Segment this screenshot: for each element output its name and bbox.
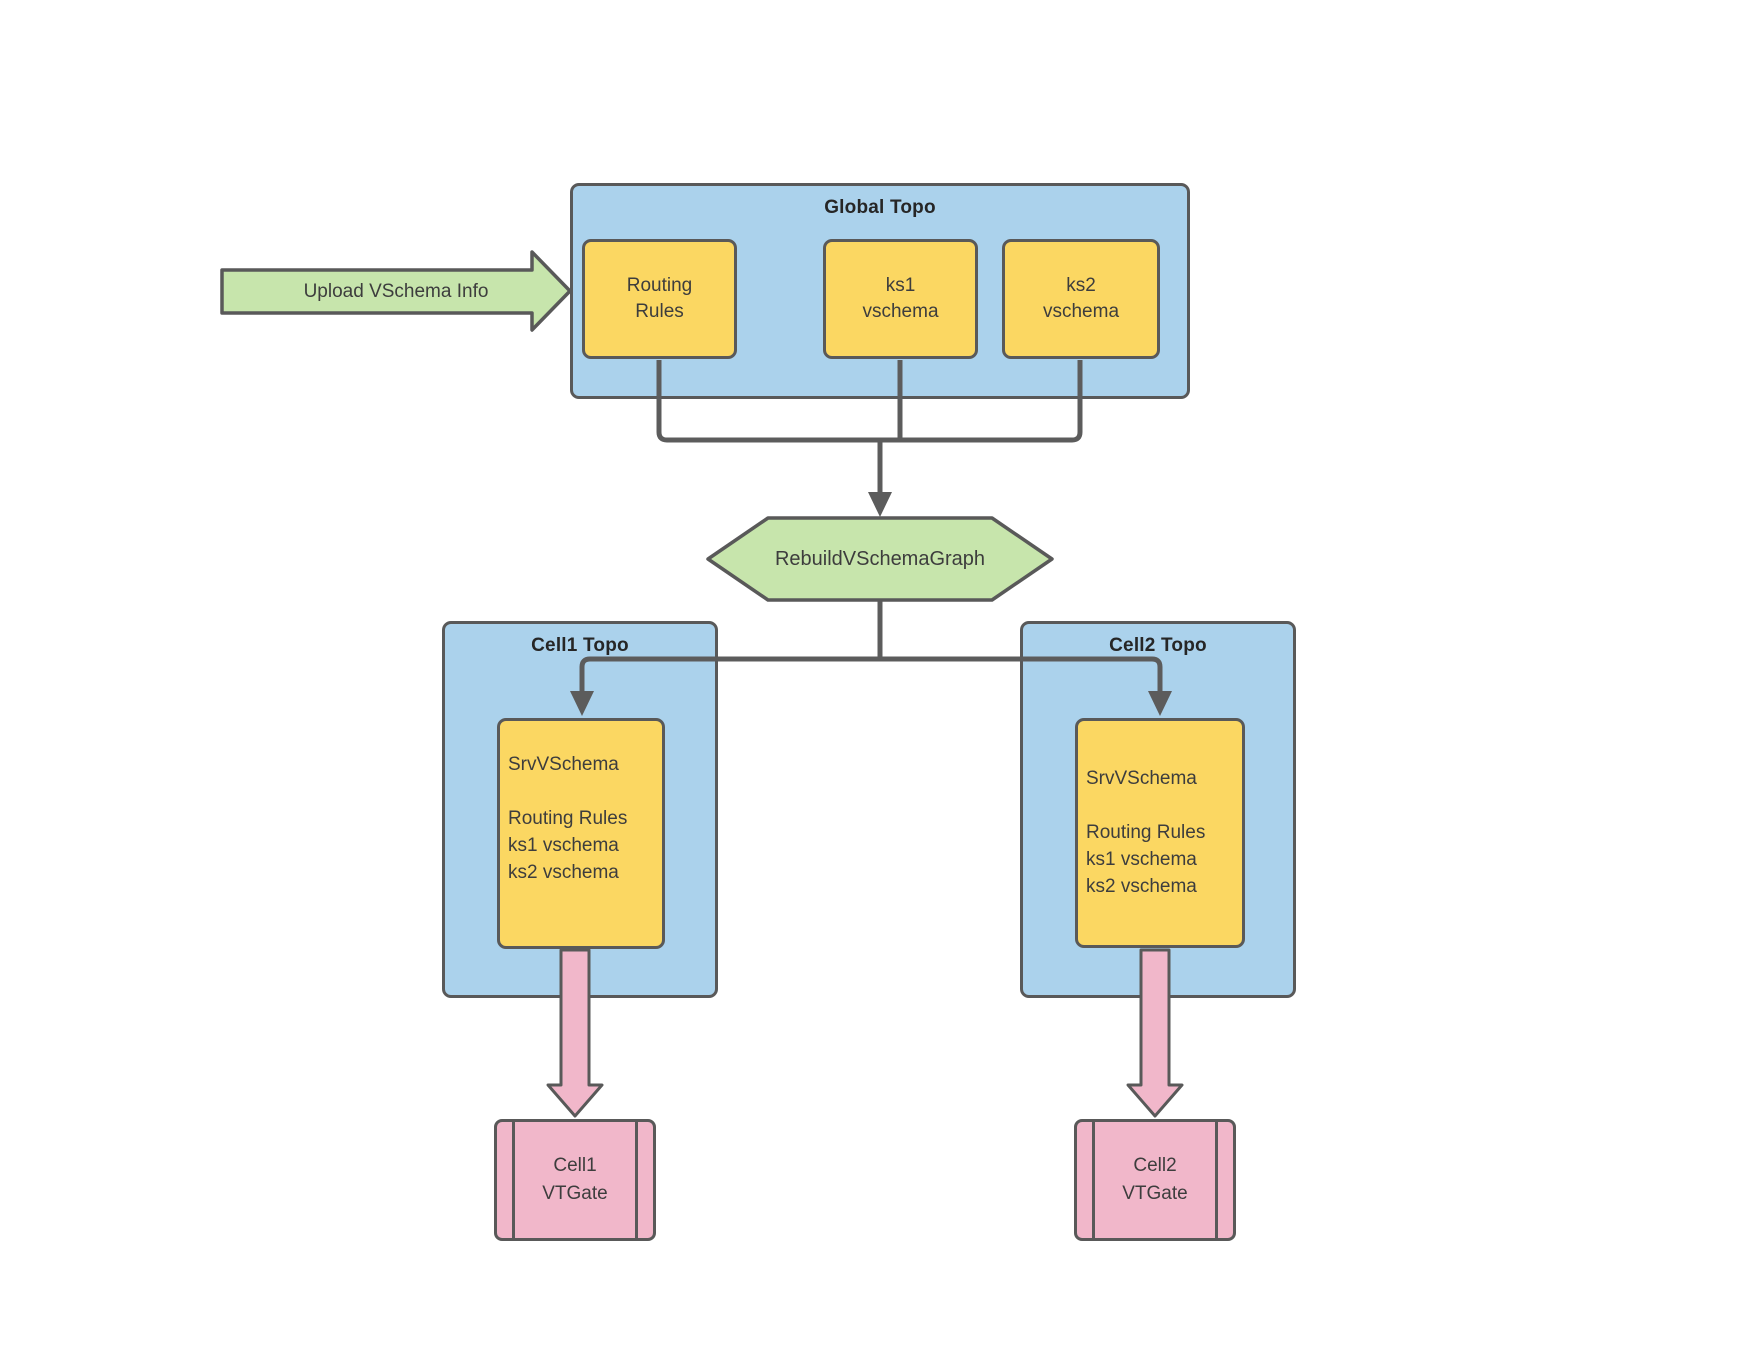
- vtgate-line: Cell1: [553, 1155, 597, 1176]
- srv-line: SrvVSchema: [1086, 768, 1197, 789]
- node-label-line: Rules: [635, 301, 684, 322]
- upload-arrow-shape: [220, 250, 572, 332]
- srv-line: [1086, 792, 1238, 819]
- srv-line: Routing Rules: [508, 808, 628, 829]
- rebuild-hexagon-shape: [706, 516, 1054, 602]
- vtgate-line: VTGate: [542, 1183, 608, 1204]
- cell1-vtgate-box: Cell1 VTGate: [494, 1119, 656, 1241]
- vtgate-line: Cell2: [1133, 1155, 1177, 1176]
- vtgate-left-rule: [512, 1122, 515, 1238]
- srv-line: Routing Rules: [1086, 822, 1206, 843]
- node-ks2-vschema: ks2 vschema: [1002, 239, 1160, 359]
- vtgate-right-rule: [1215, 1122, 1218, 1238]
- cell2-vtgate-box: Cell2 VTGate: [1074, 1119, 1236, 1241]
- node-routing-rules: Routing Rules: [582, 239, 737, 359]
- upload-arrow-label: Upload VSchema Info: [303, 280, 489, 302]
- vtgate-line: VTGate: [1122, 1183, 1188, 1204]
- node-label-line: ks1: [885, 275, 916, 296]
- node-cell2-srvvschema: SrvVSchema Routing Rules ks1 vschema ks2…: [1075, 718, 1245, 948]
- srv-line: ks1 vschema: [1086, 849, 1197, 870]
- srv-line: [508, 778, 658, 805]
- srv-line: SrvVSchema: [508, 754, 619, 775]
- node-label-line: ks2: [1066, 275, 1096, 296]
- rebuild-hexagon-label: RebuildVSchemaGraph: [774, 547, 986, 570]
- node-cell1-srvvschema: SrvVSchema Routing Rules ks1 vschema ks2…: [497, 718, 665, 949]
- srv-line: ks1 vschema: [508, 835, 619, 856]
- merge-arrowhead-icon: [868, 492, 892, 517]
- vtgate-left-rule: [1092, 1122, 1095, 1238]
- srv-line: ks2 vschema: [508, 862, 619, 883]
- node-label-line: Routing: [626, 275, 693, 296]
- global-topo-title: Global Topo: [824, 197, 936, 218]
- node-ks1-vschema: ks1 vschema: [823, 239, 978, 359]
- srv-line: ks2 vschema: [1086, 876, 1197, 897]
- node-label-line: vschema: [1042, 301, 1120, 322]
- vtgate-right-rule: [635, 1122, 638, 1238]
- node-label-line: vschema: [862, 301, 939, 322]
- cell1-topo-title: Cell1 Topo: [531, 635, 629, 656]
- cell2-topo-title: Cell2 Topo: [1109, 635, 1207, 656]
